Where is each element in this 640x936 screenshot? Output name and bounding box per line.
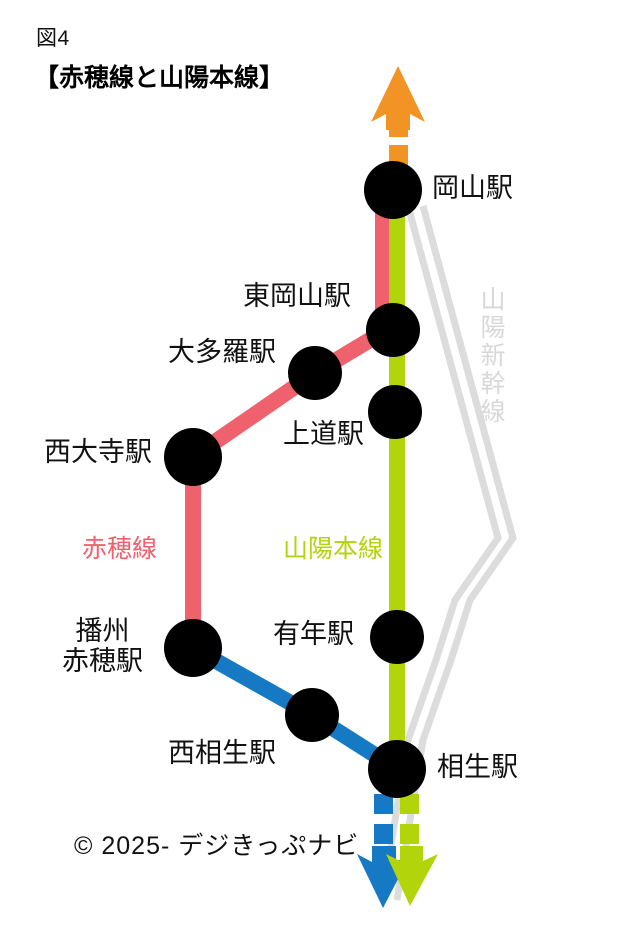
station-dots [164, 161, 426, 798]
station-label-saidaiji: 西大寺駅 [44, 437, 152, 467]
station-label-okayama: 岡山駅 [432, 173, 513, 203]
station-label-aioi: 相生駅 [437, 752, 518, 782]
station-label-banshuako: 播州赤穂駅 [62, 616, 143, 677]
station-dot-higashiokayama [366, 303, 420, 357]
station-dot-okayama [364, 161, 422, 219]
station-label-nishiaioi: 西相生駅 [168, 738, 276, 768]
station-dot-nishiaioi [285, 688, 339, 742]
station-label-otara: 大多羅駅 [168, 337, 276, 367]
akou-line-track [185, 180, 391, 650]
station-dot-otara [288, 346, 342, 400]
station-label-unenohari: 有年駅 [273, 619, 354, 649]
line-label-akou: 赤穂線 [82, 535, 158, 563]
top-terminus-marker [371, 66, 425, 165]
bottom-terminus-marker [357, 794, 438, 908]
station-dot-unenohari [370, 610, 424, 664]
station-label-jodo: 上道駅 [283, 419, 364, 449]
line-label-sanyo: 山陽本線 [283, 535, 384, 563]
station-dot-banshuako [164, 619, 222, 677]
station-dot-jodo [368, 385, 422, 439]
station-label-higashiokayama: 東岡山駅 [243, 281, 351, 311]
station-dot-aioi [368, 740, 426, 798]
figure-title: 【赤穂線と山陽本線】 [34, 64, 285, 92]
shinkansen-line-label: 山陽新幹線 [477, 286, 505, 426]
figure-number: 図4 [36, 27, 70, 50]
copyright-text: © 2025- デジきっぷナビ [74, 832, 360, 860]
station-dot-saidaiji [164, 428, 222, 486]
